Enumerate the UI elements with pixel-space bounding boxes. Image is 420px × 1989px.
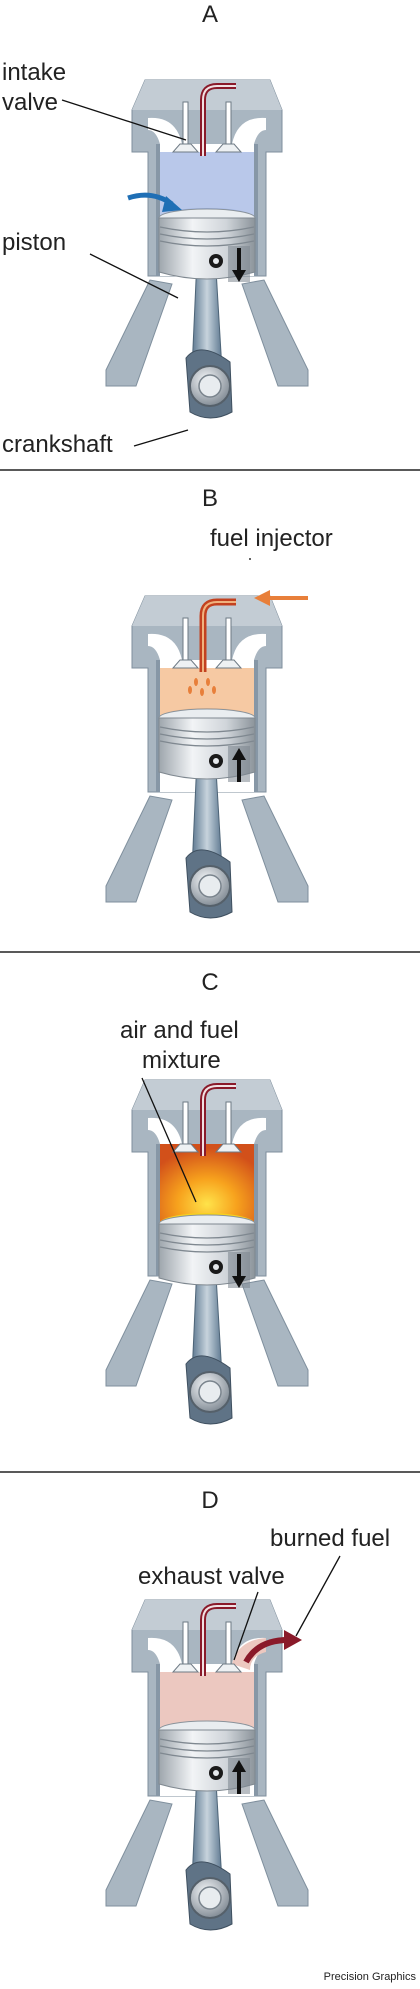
panel-a-label: A bbox=[202, 1, 218, 28]
credit-text: Precision Graphics bbox=[324, 1971, 417, 1983]
exhaust-valve-label: exhaust valve bbox=[138, 1563, 285, 1590]
panel-b: B fuel injector bbox=[202, 485, 333, 552]
piston-label: piston bbox=[2, 229, 66, 256]
panel-a: A intake valve piston crankshaft bbox=[2, 1, 309, 458]
panel-c-label: C bbox=[201, 969, 218, 996]
fuel-injector-label: fuel injector bbox=[210, 525, 333, 552]
panel-c-engine bbox=[105, 1079, 309, 1425]
panel-d: D burned fuel exhaust valve bbox=[138, 1487, 390, 1590]
panel-b-label: B bbox=[202, 485, 218, 512]
mixture-label-line2: mixture bbox=[142, 1047, 221, 1074]
exhaust-arrow-icon bbox=[243, 1637, 289, 1664]
intake-valve-label-line2: valve bbox=[2, 89, 58, 116]
intake-valve-label-line1: intake bbox=[2, 59, 66, 86]
panel-d-engine bbox=[105, 1599, 309, 1931]
crankshaft-label: crankshaft bbox=[2, 431, 113, 458]
burned-fuel-label: burned fuel bbox=[270, 1525, 390, 1552]
mixture-label-line1: air and fuel bbox=[120, 1017, 239, 1044]
panel-d-label: D bbox=[201, 1487, 218, 1514]
panel-b-engine bbox=[105, 590, 309, 919]
panel-c: C air and fuel mixture bbox=[120, 969, 239, 1074]
